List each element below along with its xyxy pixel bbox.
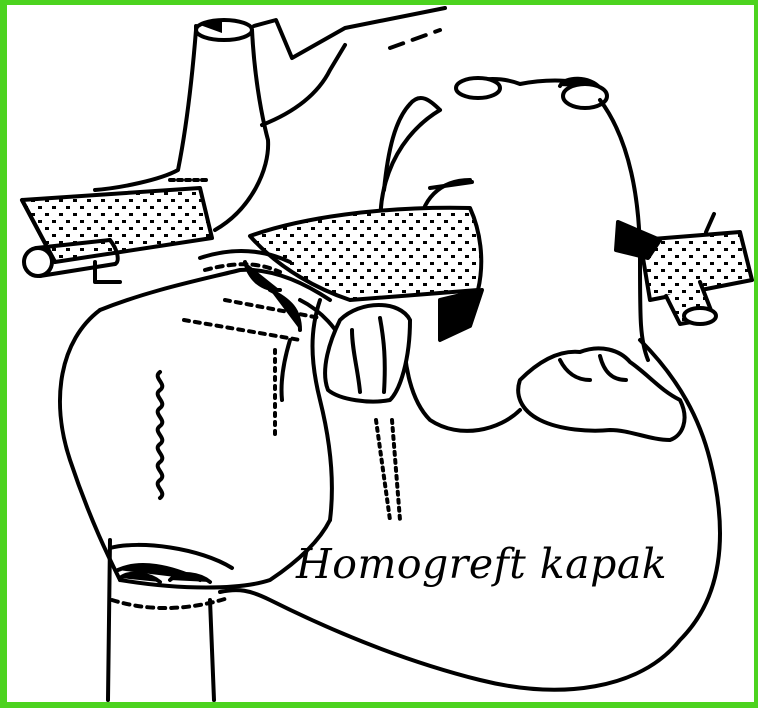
right-pulmonary-graft xyxy=(616,214,752,324)
inferior-vessel xyxy=(108,540,232,700)
heart-outline xyxy=(220,340,720,690)
homograft-valve xyxy=(325,305,410,520)
figure-caption: Homogreft kapak xyxy=(296,540,667,588)
left-pulmonary-graft xyxy=(22,180,212,282)
right-ventricle xyxy=(60,251,345,588)
